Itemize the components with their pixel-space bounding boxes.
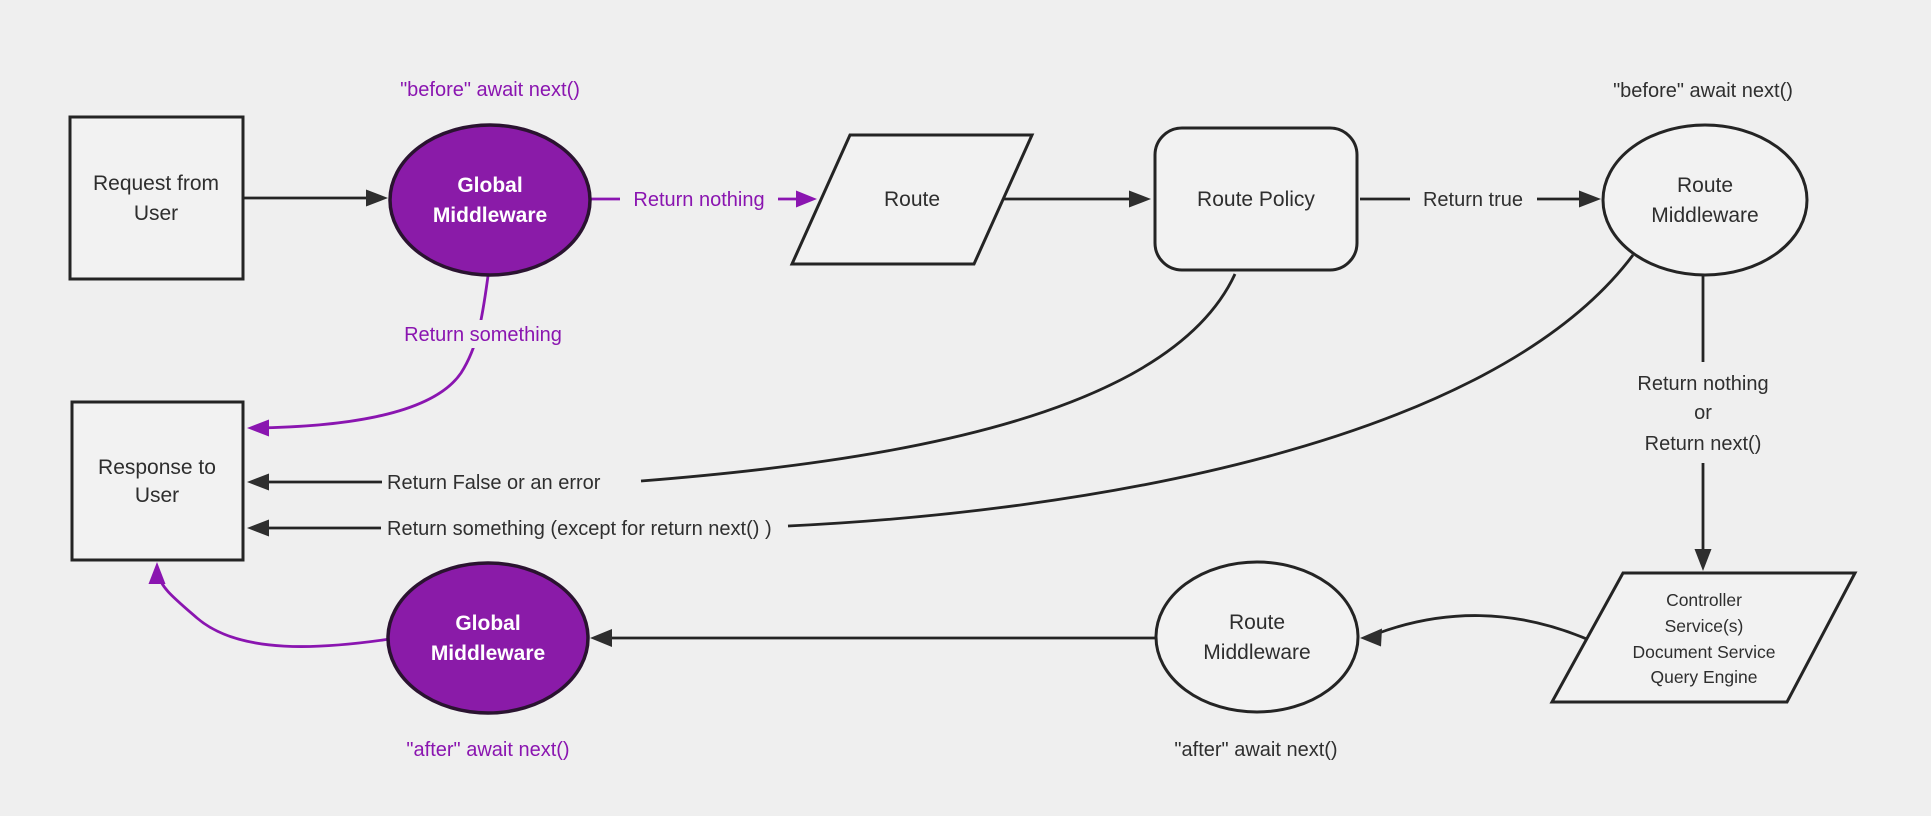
global-middleware-top-node [388, 123, 592, 277]
route-middleware-top-label-line2: Middleware [1651, 204, 1758, 227]
arrowhead-icon [247, 419, 269, 437]
route-middleware-top-node [1601, 123, 1809, 277]
arrowhead-icon [247, 519, 269, 537]
arrowhead-icon [247, 473, 269, 491]
global-middleware-top-label-line2: Middleware [433, 204, 547, 227]
edge-route-middleware-to-response-curve [787, 254, 1635, 528]
route-node-label: Route [884, 188, 940, 211]
before-await-next-left-label: "before" await next() [400, 79, 580, 101]
global-middleware-bottom-label-line2: Middleware [431, 642, 545, 665]
controller-node [1549, 571, 1858, 704]
route-node [789, 133, 1035, 266]
request-node-label-line2: User [134, 202, 178, 225]
arrowhead-icon [366, 189, 388, 207]
route-middleware-bottom-label-line1: Route [1229, 611, 1285, 634]
after-await-next-left-label: "after" await next() [406, 739, 569, 761]
route-middleware-bottom-label-line2: Middleware [1203, 641, 1310, 664]
arrowhead-icon [590, 629, 612, 647]
return-true-label: Return true [1423, 189, 1523, 211]
controller-node-label-line2: Service(s) [1665, 616, 1744, 636]
request-node-label-line1: Request from [93, 172, 219, 195]
after-await-next-right-label: "after" await next() [1174, 739, 1337, 761]
edge-route-policy-to-response-curve [640, 273, 1237, 483]
controller-node-label-line3: Document Service [1633, 642, 1776, 662]
global-middleware-bottom-node [386, 561, 590, 715]
edge-controller-to-route-middleware-bottom [1375, 614, 1590, 642]
arrowhead-icon [1129, 190, 1151, 208]
response-node-label-line2: User [135, 484, 179, 507]
controller-node-label-line4: Query Engine [1650, 667, 1757, 687]
global-middleware-top-label-line1: Global [457, 174, 522, 197]
response-node [70, 400, 245, 562]
return-nothing-top-label: Return nothing [633, 189, 764, 211]
return-nothing-or-label-line1: Return nothing [1637, 373, 1768, 395]
return-something-label-background [382, 320, 582, 348]
route-middleware-bottom-node [1154, 560, 1360, 714]
before-await-next-right-label: "before" await next() [1613, 80, 1793, 102]
global-middleware-bottom-label-line1: Global [455, 612, 520, 635]
arrowhead-icon [1360, 628, 1382, 647]
route-policy-node [1153, 126, 1359, 272]
return-something-except-label: Return something (except for return next… [387, 518, 772, 540]
arrowhead-icon [148, 562, 166, 584]
edge-global-middleware-bottom-to-response [156, 572, 391, 648]
return-something-label: Return something [404, 324, 562, 346]
controller-node-label-line1: Controller [1666, 590, 1742, 610]
return-nothing-or-label-line2: or [1694, 402, 1712, 424]
route-middleware-top-label-line1: Route [1677, 174, 1733, 197]
arrowhead-icon [796, 190, 817, 208]
arrowhead-icon [1579, 190, 1601, 208]
response-node-label-line1: Response to [98, 456, 216, 479]
request-node [68, 115, 245, 281]
return-false-or-error-label: Return False or an error [387, 472, 601, 494]
arrowhead-icon [1694, 549, 1712, 571]
return-nothing-or-label-line3: Return next() [1645, 433, 1762, 455]
edge-global-middleware-to-response [253, 275, 490, 430]
route-policy-node-label: Route Policy [1197, 188, 1315, 211]
